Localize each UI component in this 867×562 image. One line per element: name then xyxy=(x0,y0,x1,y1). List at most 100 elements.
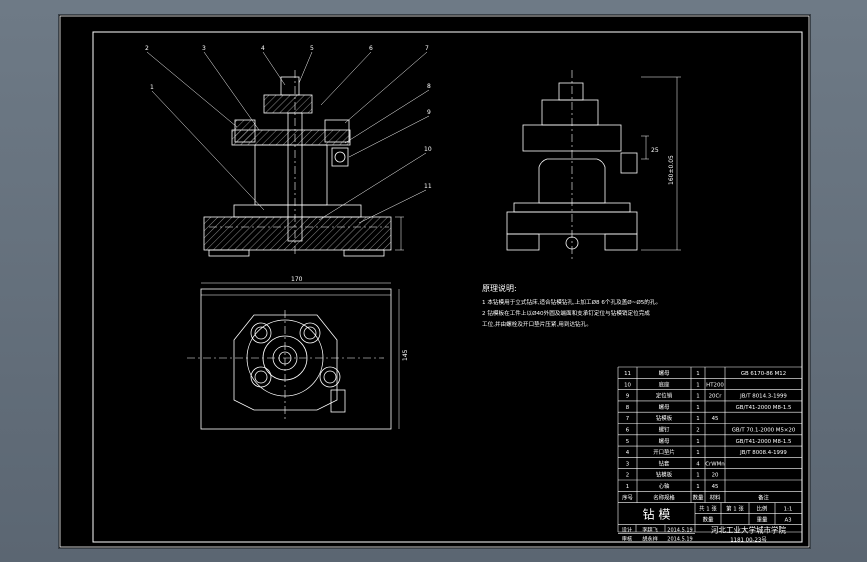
bom-cell-no: 1 xyxy=(626,484,629,490)
scale-label: 比例 xyxy=(757,505,768,513)
base-step xyxy=(233,204,362,218)
bom-cell-mat: 45 xyxy=(712,484,719,490)
top-hole-4-inner xyxy=(323,370,337,384)
bom-cell-no: 2 xyxy=(626,473,629,479)
base-plate xyxy=(203,216,392,251)
side-column xyxy=(538,158,606,204)
bom-cell-name: 心轴 xyxy=(659,482,670,490)
clamp-top xyxy=(263,94,313,114)
top-side-bolt xyxy=(330,389,346,413)
top-hole-3 xyxy=(250,366,272,388)
side-dim-25: 25 xyxy=(651,147,659,154)
scale-label: 第 1 张 xyxy=(726,505,744,513)
bom-cell-no: 7 xyxy=(626,416,629,422)
side-clamp xyxy=(541,99,599,126)
bom-cell-name: 钻模板 xyxy=(656,414,673,422)
drill-plate xyxy=(231,129,351,146)
bom-cell-name: 钻套 xyxy=(659,459,670,467)
bom-cell-qty: 1 xyxy=(696,484,699,490)
side-bolt xyxy=(334,151,346,163)
designer-name: 李超飞 xyxy=(642,526,658,534)
bom-cell-note: JB/T 8008.4-1999 xyxy=(739,450,787,456)
front-callout-leaders xyxy=(146,51,430,224)
callout-7: 7 xyxy=(425,45,429,52)
bom-cell-note: GB/T 70.1-2000 M5×20 xyxy=(732,428,796,434)
bom-cell-no: 8 xyxy=(626,405,630,411)
bom-cell-note: JB/T 8014.3-1999 xyxy=(739,394,787,400)
callout-9: 9 xyxy=(427,109,431,116)
side-foot-right xyxy=(604,233,638,251)
bom-cell-qty: 1 xyxy=(696,405,699,411)
bom-cell-mat: CrWMn xyxy=(705,461,724,467)
bom-cell-qty: 1 xyxy=(696,416,699,422)
bom-cell-no: 9 xyxy=(626,394,630,400)
weight-label: A3 xyxy=(784,518,791,524)
weight-label: 重量 xyxy=(757,516,768,524)
bushing-right xyxy=(324,119,350,143)
bom-header-qty: 数量 xyxy=(693,493,704,501)
bom-cell-no: 4 xyxy=(626,450,630,456)
drawing-title: 钻 模 xyxy=(643,507,671,522)
bom-cell-name: 开口垫片 xyxy=(653,448,675,456)
side-view[interactable] xyxy=(506,70,681,260)
notes-lines: 1 本钻模用于立式钻床,适合钻模钻孔,上加工Ø8 6个孔及盖Ø~Ø5的孔。 2 钻… xyxy=(482,298,661,328)
bom-cell-mat: 20 xyxy=(712,473,719,479)
check-label: 审核 xyxy=(622,535,632,543)
top-hole-1 xyxy=(250,322,272,344)
callout-10: 10 xyxy=(424,146,432,153)
design-date: 2014.5.19 xyxy=(667,528,692,534)
callout-6: 6 xyxy=(369,45,373,52)
bom-cell-qty: 1 xyxy=(696,371,699,377)
bom-cell-note: GB/T41-2000 M8-1.5 xyxy=(736,405,792,411)
side-nut xyxy=(331,147,349,167)
note-line: 工位,并由螺栓及开口垫片压紧,用到达钻孔。 xyxy=(482,320,592,328)
callout-5: 5 xyxy=(310,45,314,52)
bom-header-name: 名称规格 xyxy=(653,493,675,501)
school-name: 河北工业大学城市学院 xyxy=(711,525,786,535)
bom-cell-mat: 45 xyxy=(712,416,719,422)
bom-cell-name: 钻模板 xyxy=(656,471,673,479)
bom-cell-no: 6 xyxy=(626,428,630,434)
bom-cell-name: 底座 xyxy=(659,380,670,388)
bom-cell-name: 螺母 xyxy=(659,437,670,445)
callout-4: 4 xyxy=(261,45,265,52)
checker-name: 胡永祥 xyxy=(642,535,658,543)
bom-cell-name: 螺母 xyxy=(659,369,670,377)
callout-2: 2 xyxy=(145,45,149,52)
weight-label: 数量 xyxy=(703,516,714,524)
bom-header-no: 序号 xyxy=(622,493,633,501)
nut-top xyxy=(280,76,300,96)
front-view[interactable] xyxy=(203,70,404,257)
top-hole-2 xyxy=(299,322,321,344)
side-boss xyxy=(565,236,579,250)
scale-label: 1:1 xyxy=(784,507,793,513)
callout-3: 3 xyxy=(202,45,206,52)
bom-cell-note: GB 6170-86 M12 xyxy=(741,371,786,377)
side-dim-height: 160±0.05 xyxy=(668,155,675,185)
bom-cell-qty: 1 xyxy=(696,382,699,388)
bom-cell-qty: 1 xyxy=(696,450,699,456)
body-column xyxy=(254,144,328,206)
check-date: 2014.5.19 xyxy=(667,537,692,543)
bom-cell-qty: 1 xyxy=(696,473,699,479)
callout-8: 8 xyxy=(427,83,431,90)
bom-cell-mat: HT200 xyxy=(706,382,724,388)
top-dim-width: 170 xyxy=(291,276,303,283)
top-view[interactable] xyxy=(187,282,400,430)
bom-cell-no: 5 xyxy=(626,439,629,445)
notes-title: 原理说明: xyxy=(482,283,517,293)
note-line: 1 本钻模用于立式钻床,适合钻模钻孔,上加工Ø8 6个孔及盖Ø~Ø5的孔。 xyxy=(482,298,661,306)
bom-cell-no: 3 xyxy=(626,461,629,467)
top-hole-4 xyxy=(319,366,341,388)
side-nut-top xyxy=(558,82,584,101)
side-right-bolt xyxy=(620,152,638,174)
top-body xyxy=(233,314,338,411)
bom-cell-no: 10 xyxy=(624,382,631,388)
bushing-left xyxy=(234,119,256,143)
note-line: 2 钻模板在工件上以Ø40外圆及端面和支承钉定位与钻模销定位完成 xyxy=(482,309,650,317)
bom-cell-name: 螺母 xyxy=(659,403,670,411)
